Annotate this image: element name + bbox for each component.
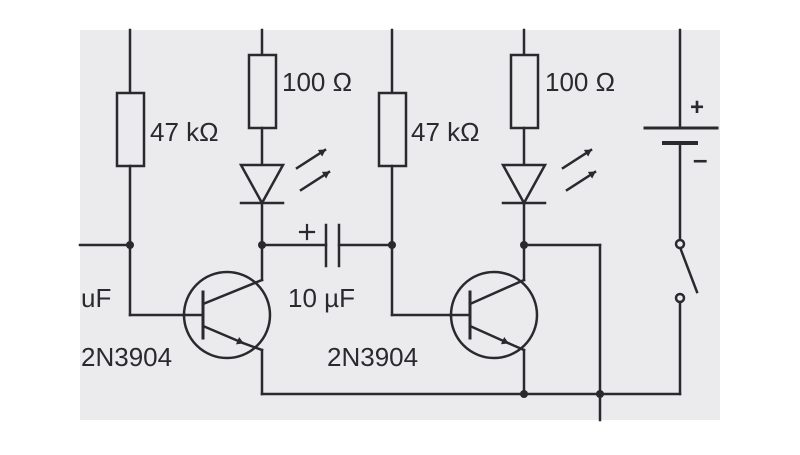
resistor-r4-body	[509, 53, 540, 130]
led-emission-arrows-icon	[561, 148, 597, 192]
transistor-q2-collector-lead	[468, 278, 526, 306]
led-emission-arrows-icon	[295, 148, 331, 192]
resistor-r4-label: 100 Ω	[545, 67, 615, 97]
resistor-r1-body	[115, 91, 146, 168]
resistor-r2-label: 100 Ω	[282, 67, 352, 97]
resistor-r3-label: 47 kΩ	[411, 117, 480, 147]
switch-lever	[679, 248, 699, 294]
resistor-r3-body	[377, 91, 408, 168]
transistor-q1-emitter-arrow	[201, 324, 245, 345]
transistor-q1-label: 2N3904	[81, 342, 172, 372]
switch-contact-top	[674, 238, 686, 250]
transistor-q1-emitter-lead	[241, 341, 264, 352]
junction-dot	[388, 241, 396, 249]
resistor-r2-body	[247, 53, 278, 130]
left-capacitor-fragment-label: uF	[81, 283, 111, 313]
resistor-r1-label: 47 kΩ	[150, 117, 219, 147]
junction-dot	[258, 241, 266, 249]
junction-dot	[596, 390, 604, 398]
junction-dot	[520, 390, 528, 398]
transistor-q2-label: 2N3904	[327, 342, 418, 372]
transistor-q2-emitter-arrow	[468, 324, 510, 345]
battery-minus-label: –	[693, 144, 707, 174]
battery-plus-label: +	[690, 94, 704, 121]
led2-triangle	[500, 163, 548, 206]
led1-triangle	[238, 163, 286, 206]
transistor-q2-emitter-lead	[506, 341, 526, 352]
junction-dot	[126, 241, 134, 249]
junction-dots	[126, 241, 604, 398]
transistor-q1-collector-lead	[201, 278, 264, 306]
junction-dot	[520, 241, 528, 249]
capacitor-label: 10 µF	[288, 283, 355, 313]
